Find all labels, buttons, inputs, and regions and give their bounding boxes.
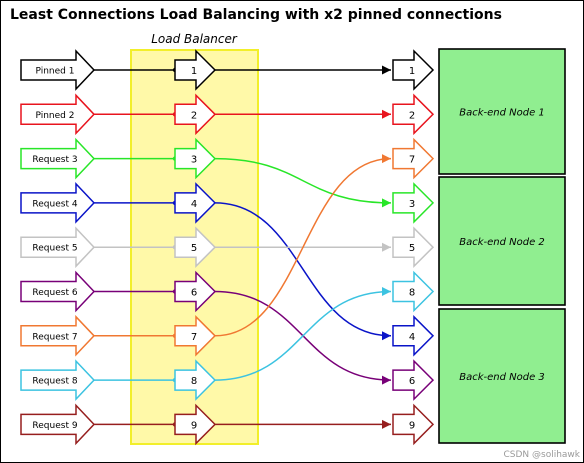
backend-node-label: Back-end Node 3 — [459, 372, 545, 383]
request-label: Request 4 — [32, 199, 77, 209]
forward-arrowhead — [382, 375, 391, 385]
forward-line — [214, 290, 392, 381]
lb-arrow — [174, 93, 217, 136]
request-arrow — [20, 137, 96, 180]
backend-node-label: Back-end Node 2 — [459, 237, 545, 248]
backend-slot-arrow — [392, 403, 435, 446]
backend-node-3 — [438, 308, 566, 444]
forward-arrowhead — [382, 109, 391, 119]
backend-slot-arrow — [392, 270, 435, 313]
forward-arrowhead — [382, 242, 391, 252]
backend-slot-label: 2 — [409, 110, 415, 121]
request-label: Request 7 — [32, 332, 77, 342]
backend-slot-arrow — [392, 49, 435, 91]
lb-label: 6 — [191, 288, 197, 299]
lb-arrow — [174, 226, 217, 269]
lb-label: 5 — [191, 243, 197, 254]
request-arrow — [20, 403, 96, 446]
request-label: Request 3 — [32, 155, 77, 165]
load-balancer-label: Load Balancer — [151, 32, 238, 46]
forward-arrowhead — [382, 331, 391, 341]
backend-node-label: Back-end Node 1 — [459, 108, 545, 119]
request-arrow — [20, 270, 96, 313]
request-label: Request 5 — [32, 244, 77, 254]
backend-slot-arrow — [392, 314, 435, 357]
backend-node-2 — [438, 176, 566, 306]
forward-arrowhead — [382, 419, 391, 429]
backend-slot-label: 8 — [409, 288, 415, 299]
lb-arrow — [174, 314, 217, 357]
backend-slot-label: 5 — [409, 243, 415, 254]
backend-slot-label: 9 — [409, 420, 415, 431]
watermark: CSDN @solihawk — [503, 450, 580, 460]
lb-label: 4 — [191, 199, 197, 210]
backend-slot-arrow — [392, 226, 435, 269]
lb-label: 7 — [191, 332, 197, 343]
forward-arrowhead — [382, 198, 391, 208]
lb-arrow — [174, 137, 217, 180]
lb-label: 8 — [191, 376, 197, 387]
backend-slot-arrow — [392, 137, 435, 180]
backend-slot-label: 4 — [409, 332, 415, 343]
forward-line — [214, 202, 392, 337]
lb-label: 9 — [191, 420, 197, 431]
forward-line — [214, 157, 392, 204]
forward-arrowhead — [382, 154, 391, 164]
lb-arrow — [174, 182, 217, 224]
lb-arrow — [174, 270, 217, 313]
request-label: Request 8 — [32, 377, 77, 387]
backend-slot-arrow — [392, 93, 435, 136]
request-label: Request 6 — [32, 288, 77, 298]
backend-node-1 — [438, 48, 566, 175]
backend-slot-label: 3 — [409, 199, 415, 210]
lb-arrow — [174, 403, 217, 446]
lb-label: 3 — [191, 155, 197, 166]
forward-arrowhead — [382, 287, 391, 296]
request-arrow — [20, 93, 96, 136]
backend-slot-label: 7 — [409, 155, 415, 166]
lb-arrow — [174, 49, 217, 91]
backend-slot-arrow — [392, 359, 435, 401]
request-arrow — [20, 314, 96, 357]
request-arrow — [20, 49, 96, 91]
request-label: Request 9 — [32, 421, 77, 431]
lb-label: 2 — [191, 110, 197, 121]
request-arrow — [20, 226, 96, 269]
backend-slot-label: 1 — [409, 66, 415, 77]
diagram-title: Least Connections Load Balancing with x2… — [10, 7, 502, 23]
forward-line — [214, 157, 392, 337]
request-arrow — [20, 359, 96, 401]
lb-label: 1 — [191, 66, 197, 77]
request-label: Pinned 1 — [36, 67, 75, 77]
lb-arrow — [174, 359, 217, 401]
forward-arrowhead — [382, 65, 391, 75]
request-arrow — [20, 182, 96, 224]
backend-slot-arrow — [392, 182, 435, 224]
backend-slot-label: 6 — [409, 376, 415, 387]
request-label: Pinned 2 — [36, 111, 75, 121]
